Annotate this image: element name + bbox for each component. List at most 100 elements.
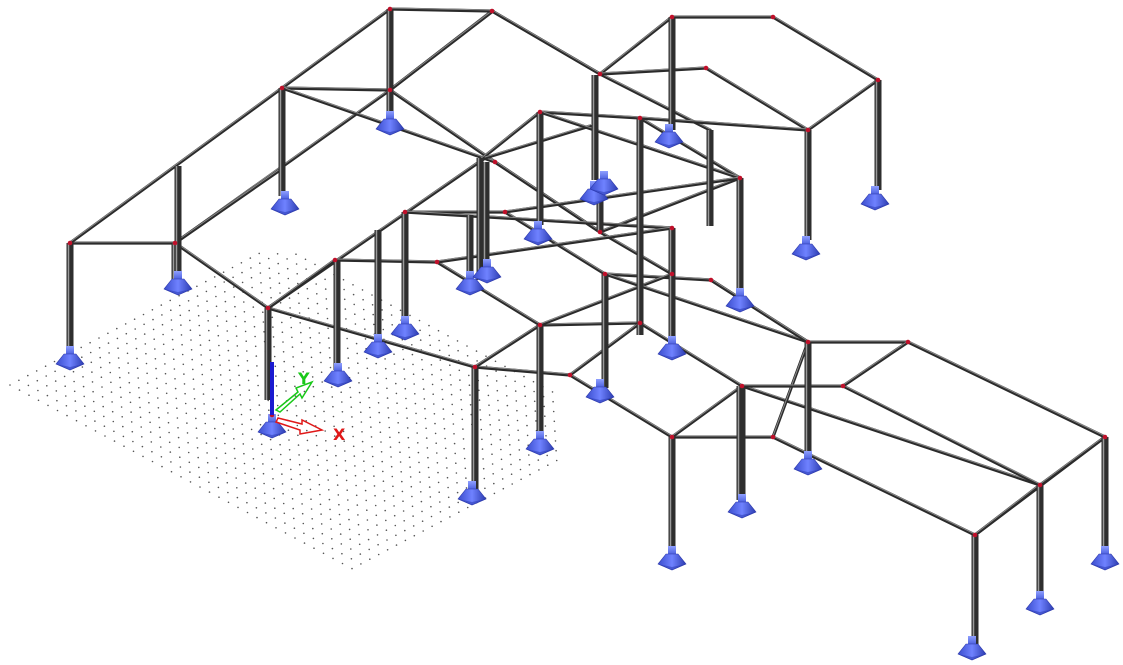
grid-dot — [191, 358, 193, 361]
grid-dot — [528, 454, 530, 456]
grid-dot — [35, 370, 38, 372]
grid-dot — [27, 374, 29, 377]
grid-dot — [331, 396, 334, 398]
grid-dot — [466, 355, 469, 357]
node-point — [332, 257, 338, 263]
grid-dot — [166, 402, 169, 404]
grid-dot — [341, 401, 343, 403]
grid-dot — [80, 346, 82, 349]
grid-dot — [376, 372, 378, 375]
grid-dot — [301, 512, 304, 515]
grid-dot — [491, 453, 493, 456]
grid-dot — [36, 379, 39, 382]
grid-dot — [196, 295, 199, 297]
grid-dot — [213, 276, 216, 278]
grid-dot — [316, 293, 318, 295]
grid-dot — [425, 437, 428, 439]
fixed-supports — [55, 111, 1120, 661]
grid-dot — [422, 530, 425, 532]
grid-dot — [346, 489, 349, 492]
grid-dot — [492, 473, 495, 475]
grid-dot — [326, 307, 328, 310]
grid-dot — [451, 403, 454, 406]
grid-dot — [195, 417, 197, 420]
grid-dot — [141, 436, 143, 438]
grid-dot — [545, 435, 547, 437]
grid-dot — [103, 425, 106, 428]
grid-dot — [414, 402, 417, 405]
support-shadow — [324, 381, 352, 387]
grid-dot — [303, 532, 305, 535]
grid-dot — [157, 397, 159, 399]
grid-dot — [457, 501, 460, 504]
grid-dot — [271, 468, 274, 470]
grid-dot — [190, 339, 192, 341]
grid-dot — [200, 354, 202, 356]
grid-dot — [439, 359, 442, 361]
grid-dot — [458, 369, 461, 372]
support-neck — [386, 111, 394, 121]
grid-dot — [336, 484, 339, 486]
grid-dot — [163, 353, 166, 355]
grid-dot — [240, 262, 243, 264]
grid-dot — [434, 432, 437, 435]
grid-dot — [538, 469, 540, 471]
fixed-support-icon — [791, 236, 821, 261]
grid-dot — [289, 307, 291, 309]
node-point — [434, 259, 440, 265]
grid-dot — [481, 438, 483, 441]
beam — [598, 176, 742, 234]
grid-dot — [381, 460, 384, 463]
grid-dot — [547, 464, 549, 467]
grid-dot — [99, 356, 101, 359]
grid-dot — [323, 420, 326, 423]
grid-dot — [355, 342, 358, 345]
grid-dot — [246, 360, 249, 362]
grid-dot — [250, 276, 253, 279]
grid-dot — [256, 365, 258, 367]
grid-dot — [357, 372, 360, 374]
grid-dot — [352, 445, 355, 448]
grid-dot — [397, 422, 400, 424]
grid-dot — [290, 468, 292, 471]
grid-dot — [316, 444, 318, 447]
grid-dot — [253, 316, 255, 318]
grid-dot — [262, 472, 265, 475]
support-shadow — [524, 239, 552, 245]
grid-dot — [27, 384, 30, 387]
grid-dot — [363, 318, 366, 321]
grid-dot — [364, 338, 367, 340]
grid-dot — [273, 355, 276, 358]
grid-dot — [275, 527, 277, 529]
grid-dot — [327, 479, 330, 481]
grid-dot — [277, 414, 280, 417]
grid-dot — [379, 421, 381, 424]
grid-dot — [231, 408, 233, 411]
grid-dot — [447, 486, 449, 489]
grid-dot — [263, 331, 265, 333]
grid-dot — [390, 456, 392, 458]
grid-dot — [212, 398, 214, 401]
support-neck — [268, 414, 276, 424]
grid-dot — [317, 464, 319, 466]
grid-dot — [134, 328, 136, 330]
grid-dot — [491, 463, 494, 465]
grid-dot — [242, 443, 245, 445]
grid-dot — [174, 387, 177, 390]
grid-dot — [238, 374, 240, 377]
grid-dot — [354, 465, 356, 467]
grid-dot — [178, 294, 180, 297]
grid-dot — [121, 416, 123, 418]
grid-dot — [255, 355, 258, 357]
node-point — [279, 85, 285, 91]
grid-dot — [373, 485, 376, 487]
grid-dot — [353, 455, 356, 457]
grid-dot — [298, 454, 300, 456]
grid-dot — [529, 473, 531, 476]
node-point — [387, 6, 393, 12]
fixed-support-icon — [657, 546, 687, 571]
grid-dot — [342, 430, 345, 433]
beam — [841, 340, 910, 388]
